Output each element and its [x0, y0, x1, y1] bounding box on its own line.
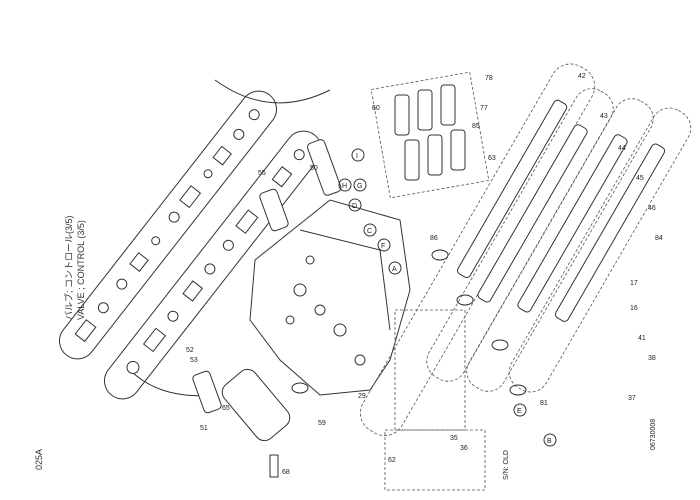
group-62-box: [384, 429, 486, 491]
label-77: 77: [480, 105, 488, 112]
label-59: 59: [318, 420, 326, 427]
label-42: 42: [578, 73, 586, 80]
label-55: 55: [258, 170, 266, 177]
valve-body: [249, 199, 411, 396]
label-50: 50: [310, 165, 318, 172]
serial-note: S/N: OLD: [503, 450, 510, 480]
label-35: 35: [450, 435, 458, 442]
o-rings: [291, 249, 527, 396]
capsule-parts: [74, 109, 305, 374]
callout-c: C: [367, 228, 372, 235]
callouts: A B C D E F G H I: [338, 148, 557, 447]
label-86: 86: [430, 235, 438, 242]
label-85: 85: [472, 123, 480, 130]
label-51: 51: [200, 425, 208, 432]
group-60-box: [370, 71, 490, 199]
page-code: 025A: [34, 449, 44, 470]
solenoid-55: [259, 188, 289, 232]
part-labels: 42 43 44 45 46 78 77 85 63 60 50 55 52 5…: [186, 73, 663, 476]
spools: [457, 99, 666, 322]
group-60-parts: [394, 84, 466, 181]
title-jp: バルブ; コントロール(3/5): [63, 215, 74, 320]
callout-f: F: [381, 243, 385, 250]
callout-h: H: [342, 183, 347, 190]
callout-b: B: [547, 438, 552, 445]
label-53: 53: [190, 357, 198, 364]
label-17: 17: [630, 280, 638, 287]
group-lower-box: [394, 309, 466, 431]
label-38: 38: [648, 355, 656, 362]
callout-g: G: [357, 183, 362, 190]
label-62: 62: [388, 457, 396, 464]
label-41: 41: [638, 335, 646, 342]
label-81: 81: [540, 400, 548, 407]
diagram-title: バルブ; コントロール(3/5) VALVE ; CONTROL (3/5): [63, 215, 86, 320]
callout-a: A: [392, 266, 397, 273]
label-65: 65: [222, 405, 230, 412]
label-37: 37: [628, 395, 636, 402]
label-45: 45: [636, 175, 644, 182]
label-36: 36: [460, 445, 468, 452]
label-63: 63: [488, 155, 496, 162]
solenoid-51: [192, 370, 222, 414]
drawing-number: 06730008: [650, 419, 657, 450]
label-16: 16: [630, 305, 638, 312]
label-29: 29: [358, 393, 366, 400]
title-en: VALVE ; CONTROL (3/5): [76, 220, 86, 320]
label-78: 78: [485, 75, 493, 82]
label-44: 44: [618, 145, 626, 152]
callout-i: I: [356, 153, 358, 160]
label-46: 46: [648, 205, 656, 212]
label-43: 43: [600, 113, 608, 120]
solenoid-50: [306, 139, 342, 196]
label-60: 60: [372, 105, 380, 112]
plate-59: [221, 368, 291, 442]
callout-e: E: [517, 408, 522, 415]
callout-d: D: [352, 203, 357, 210]
bolt-68: [269, 454, 279, 478]
label-52: 52: [186, 347, 194, 354]
label-68: 68: [282, 469, 290, 476]
label-84: 84: [655, 235, 663, 242]
